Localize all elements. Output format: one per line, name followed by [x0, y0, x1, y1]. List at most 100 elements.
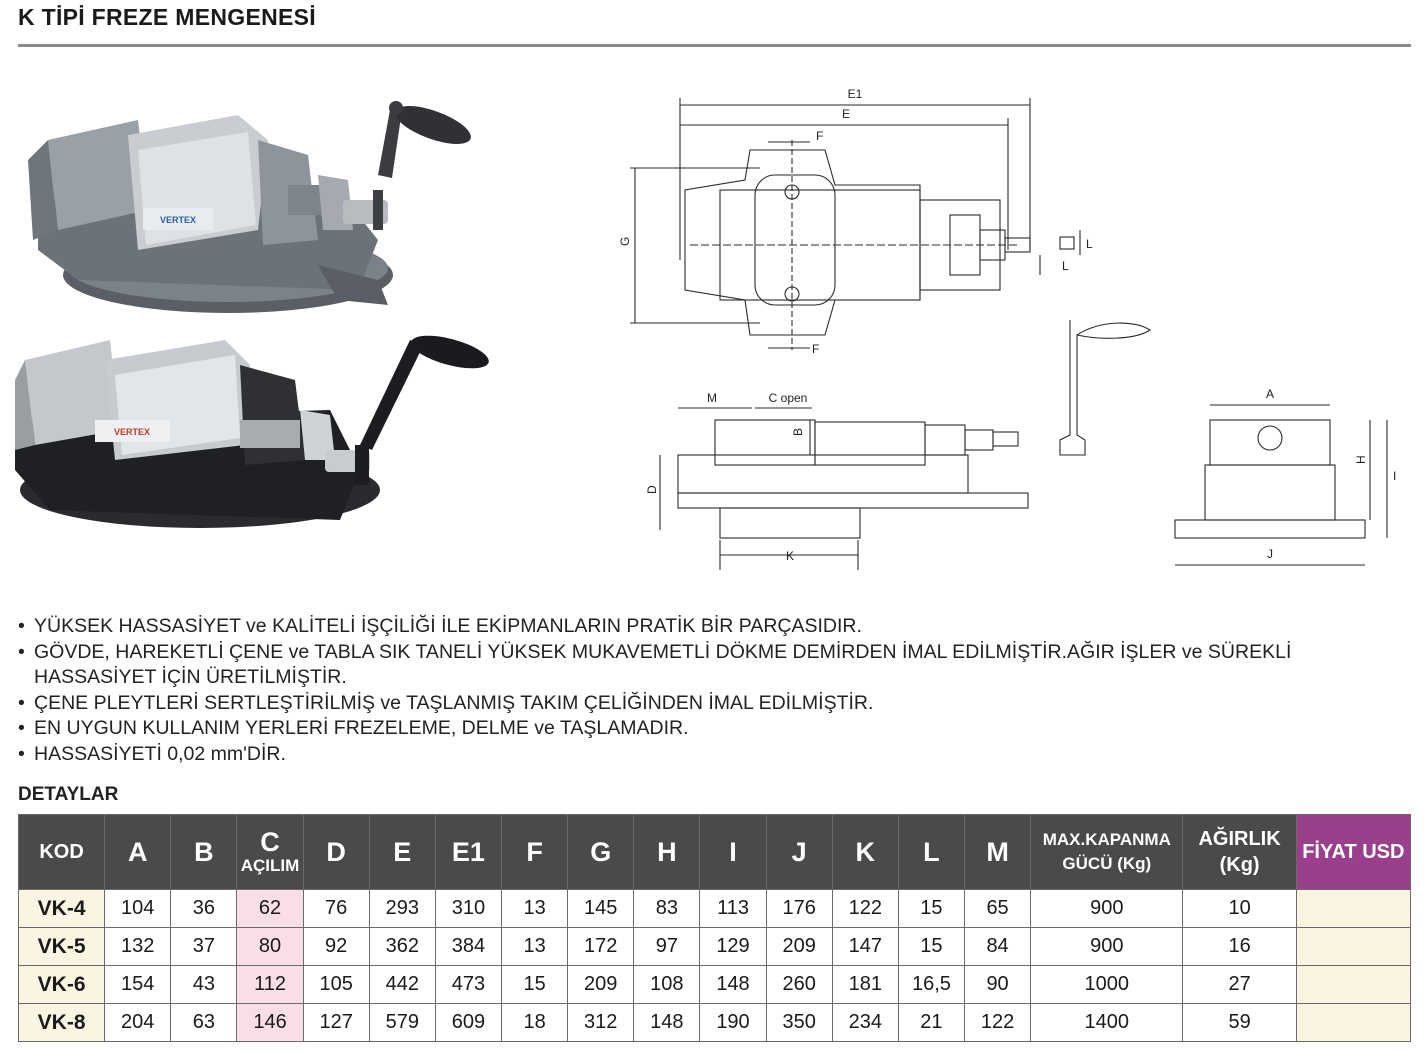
table-cell: 13 — [501, 889, 569, 928]
table-cell-kod: VK-4 — [17, 889, 106, 928]
col-header-d: D — [302, 814, 370, 890]
table-cell: 154 — [104, 965, 172, 1004]
technical-drawing-handle — [1059, 320, 1151, 456]
col-header-max-line2: GÜCÜ (Kg) — [1062, 854, 1152, 873]
col-header-j: J — [765, 814, 833, 890]
table-cell: 260 — [765, 965, 833, 1004]
feature-item: HASSASİYETİ 0,02 mm'DİR. — [18, 742, 1408, 768]
table-cell: 609 — [434, 1003, 503, 1042]
col-header-k: K — [831, 814, 899, 890]
brand-label-2: VERTEX — [114, 427, 150, 437]
feature-item: GÖVDE, HAREKETLİ ÇENE ve TABLA SIK TANEL… — [18, 640, 1408, 691]
table-cell: 105 — [302, 965, 370, 1004]
col-header-i: I — [699, 814, 767, 890]
table-cell: 15 — [897, 889, 966, 928]
dim-a-label: A — [1266, 387, 1274, 401]
dim-i-label: I — [1393, 469, 1396, 483]
table-cell-kod: VK-8 — [17, 1003, 106, 1042]
table-cell: 15 — [897, 927, 966, 966]
technical-drawing-side-view: M C open B D K — [645, 391, 1029, 570]
table-cell: 172 — [567, 927, 635, 966]
table-cell: 442 — [368, 965, 436, 1004]
table-cell: 92 — [302, 927, 370, 966]
table-cell: 1000 — [1030, 965, 1184, 1004]
dim-b-label: B — [791, 428, 805, 436]
feature-item: YÜKSEK HASSASİYET ve KALİTELİ İŞÇİLİĞİ İ… — [18, 614, 1408, 640]
table-cell: 122 — [963, 1003, 1032, 1042]
page-title: K TİPİ FREZE MENGENESİ — [18, 4, 316, 30]
col-header-weight-line1: AĞIRLIK — [1198, 828, 1281, 850]
table-cell: 13 — [501, 927, 569, 966]
dim-e-label: E — [842, 107, 850, 121]
table-cell: 209 — [765, 927, 833, 966]
col-header-c-main: C — [260, 826, 280, 857]
col-header-l: L — [897, 814, 966, 890]
table-cell: 384 — [434, 927, 503, 966]
dim-l-b-label: L — [1062, 259, 1069, 273]
table-cell: 579 — [368, 1003, 436, 1042]
table-cell: 129 — [699, 927, 767, 966]
feature-item: EN UYGUN KULLANIM YERLERİ FREZELEME, DEL… — [18, 716, 1408, 742]
table-cell: 204 — [104, 1003, 172, 1042]
table-cell: 62 — [236, 889, 304, 928]
col-header-h: H — [633, 814, 701, 890]
table-cell: 293 — [368, 889, 436, 928]
dim-m-label: M — [707, 391, 717, 405]
table-cell: 108 — [633, 965, 701, 1004]
table-cell: 27 — [1182, 965, 1297, 1004]
dim-e1-label: E1 — [848, 87, 863, 101]
table-cell: 146 — [236, 1003, 304, 1042]
table-cell-price — [1295, 965, 1412, 1004]
table-cell: 312 — [567, 1003, 635, 1042]
vise-photo-dark: VERTEX — [15, 335, 489, 528]
table-cell: 1400 — [1030, 1003, 1184, 1042]
dim-d-label: D — [645, 485, 659, 494]
col-header-g: G — [567, 814, 635, 890]
col-header-c-sub: AÇILIM — [240, 855, 300, 875]
dim-l-a-label: L — [1086, 237, 1093, 251]
table-cell: 21 — [897, 1003, 966, 1042]
table-cell: 473 — [434, 965, 503, 1004]
dim-g-label: G — [618, 237, 632, 246]
col-header-max-force: MAX.KAPANMA GÜCÜ (Kg) — [1030, 814, 1184, 890]
table-cell: 10 — [1182, 889, 1297, 928]
table-cell: 80 — [236, 927, 304, 966]
table-cell: 16 — [1182, 927, 1297, 966]
table-cell: 76 — [302, 889, 370, 928]
dim-c-open-label: C open — [769, 391, 808, 405]
table-cell: 209 — [567, 965, 635, 1004]
col-header-max-line1: MAX.KAPANMA — [1042, 830, 1171, 849]
table-cell: 148 — [633, 1003, 701, 1042]
table-cell-price — [1295, 1003, 1412, 1042]
col-header-b: B — [170, 814, 238, 890]
technical-drawing-front-view: A H I J — [1174, 387, 1396, 566]
dim-f-bottom-label: F — [812, 342, 819, 356]
table-cell: 190 — [699, 1003, 767, 1042]
dim-h-label: H — [1354, 455, 1368, 464]
table-cell: 310 — [434, 889, 503, 928]
table-cell: 65 — [963, 889, 1032, 928]
table-cell: 112 — [236, 965, 304, 1004]
title-divider — [18, 44, 1411, 47]
col-header-weight: AĞIRLIK(Kg) — [1182, 814, 1297, 890]
table-cell-price — [1295, 889, 1412, 928]
table-cell: 132 — [104, 927, 172, 966]
table-cell: 148 — [699, 965, 767, 1004]
table-cell: 900 — [1030, 889, 1184, 928]
table-cell: 97 — [633, 927, 701, 966]
table-cell: 176 — [765, 889, 833, 928]
table-cell: 83 — [633, 889, 701, 928]
brand-label: VERTEX — [160, 215, 196, 225]
table-cell: 84 — [963, 927, 1032, 966]
table-cell: 43 — [170, 965, 238, 1004]
feature-list: YÜKSEK HASSASİYET ve KALİTELİ İŞÇİLİĞİ İ… — [18, 614, 1408, 767]
table-cell: 122 — [831, 889, 899, 928]
details-heading: DETAYLAR — [18, 784, 119, 805]
table-cell: 16,5 — [897, 965, 966, 1004]
table-cell: 36 — [170, 889, 238, 928]
